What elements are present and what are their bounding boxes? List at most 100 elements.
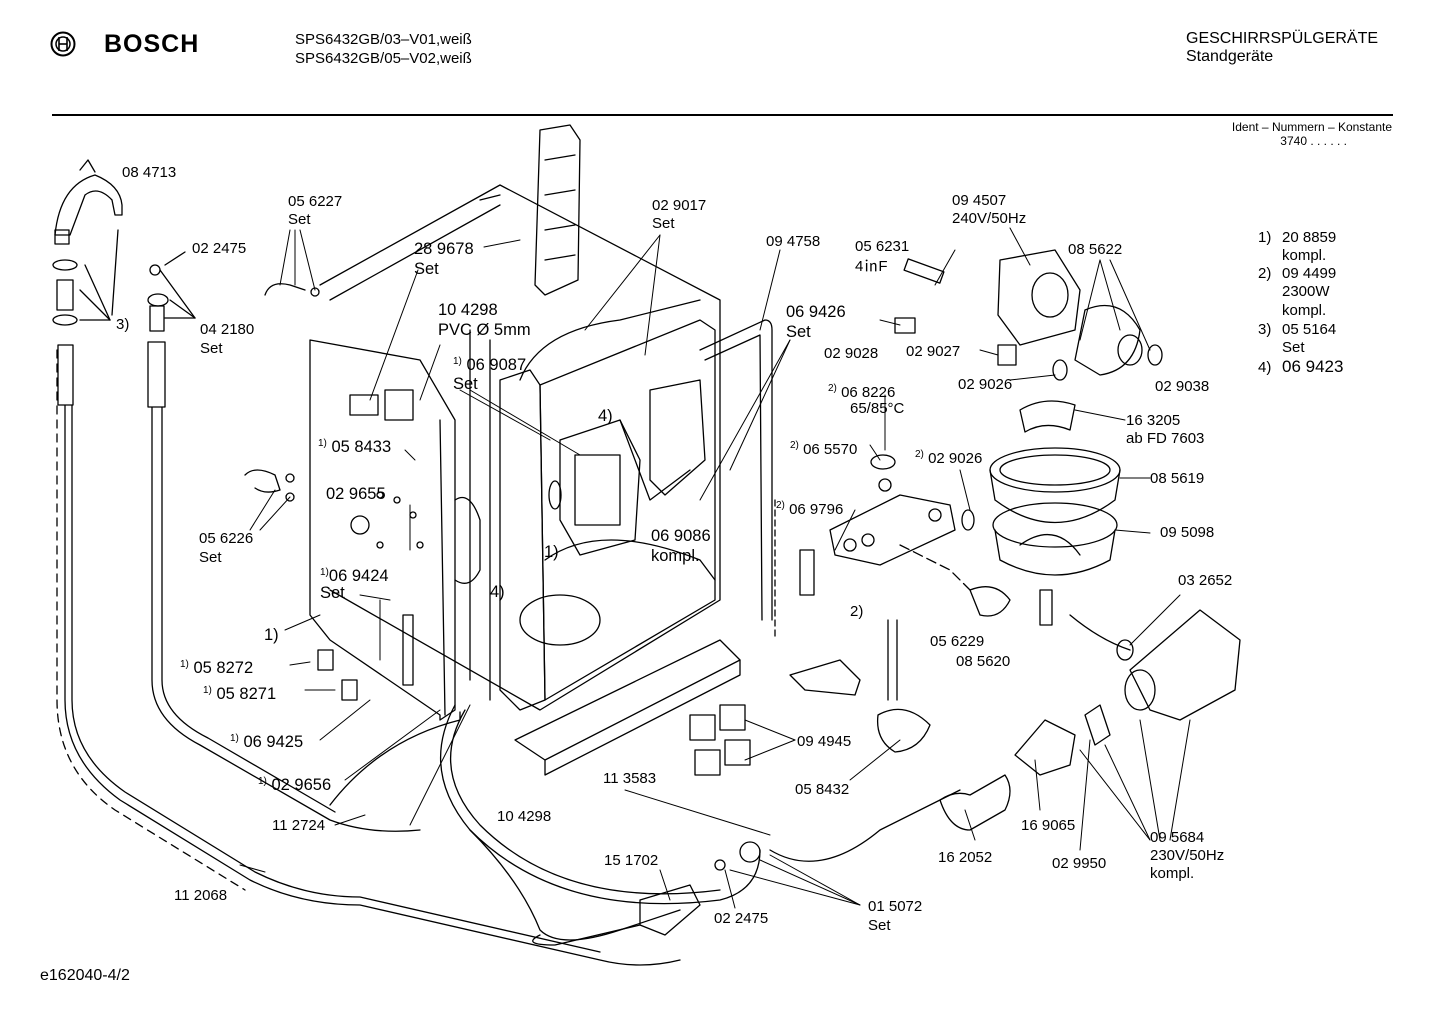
label-069086-kompl: kompl.: [651, 547, 700, 565]
pipe-085620: [1039, 589, 1053, 626]
legend-3-line-2: Set: [1282, 339, 1305, 356]
side-panel: [309, 339, 481, 721]
temp-switch-068226: [870, 454, 896, 492]
ident-label: Ident – Nummern – Konstante: [1231, 120, 1392, 134]
label-042180: 04 2180: [200, 321, 255, 338]
label-069424: 1)06 9424: [320, 567, 389, 585]
clamp-parts-3: [52, 229, 119, 326]
legend-2-line-3: kompl.: [1282, 302, 1327, 319]
label-capacitance: 4㏌F: [855, 258, 888, 275]
label-056229: 05 6229: [930, 633, 985, 650]
label-029656: 1) 02 9656: [258, 776, 332, 794]
hose-162052: [939, 774, 1011, 831]
label-113583: 11 3583: [603, 770, 657, 787]
seal-029026-b: [961, 509, 975, 531]
label-094945: 09 4945: [797, 733, 852, 750]
label-068226: 2) 06 8226: [828, 383, 896, 401]
label-1-marker-tub: 1): [544, 543, 559, 561]
pressure-switch-058432: [876, 708, 931, 753]
legend-1-line-1: 20 8859: [1282, 229, 1337, 246]
label-058272: 1) 05 8272: [180, 659, 254, 677]
label-095684-kompl: kompl.: [1150, 865, 1195, 882]
label-029655: 02 9655: [326, 485, 386, 503]
motor-094507: [997, 249, 1081, 346]
label-104298: 10 4298: [438, 301, 498, 319]
legend-4-line-1: 06 9423: [1282, 357, 1344, 376]
label-069426: 06 9426: [786, 303, 846, 321]
label-095684: 09 5684: [1150, 829, 1205, 846]
seal-032652: [1116, 639, 1134, 661]
brand-name: BOSCH: [104, 30, 200, 58]
label-112068: 11 2068: [174, 887, 228, 904]
label-029017: 02 9017: [652, 197, 707, 214]
label-056227: 05 6227: [288, 193, 343, 210]
legend-key-4: 4): [1258, 359, 1272, 376]
drawing-number: e162040-4/2: [40, 967, 130, 984]
washer-022475: [714, 859, 726, 871]
nut-015072: [739, 841, 761, 863]
label-169065: 16 9065: [1021, 817, 1076, 834]
label-015072: 01 5072: [868, 898, 923, 915]
label-104298-bottom: 10 4298: [497, 808, 552, 825]
hose-056226: [244, 469, 281, 493]
label-094507-voltage: 240V/50Hz: [952, 210, 1027, 227]
label-029027: 02 9027: [906, 343, 961, 360]
switch-058272: [317, 649, 334, 671]
label-4-marker-dispenser: 4): [598, 407, 613, 425]
hose-056229: [969, 586, 1011, 617]
connectors-094945: [689, 704, 751, 776]
label-069086: 06 9086: [651, 527, 711, 545]
legend-1-line-2: kompl.: [1282, 247, 1327, 264]
label-1-marker-panel: 1): [264, 626, 279, 644]
inlet-valve-151702: [639, 884, 701, 936]
inlet-hose-end: [532, 924, 641, 946]
model-line-1: SPS6432GB/03–V01,weiß: [295, 31, 472, 48]
pump-housing-085622: [1074, 304, 1143, 376]
model-line-2: SPS6432GB/05–V02,weiß: [295, 50, 472, 67]
seal-029026: [1052, 359, 1068, 381]
bracket-094945: [789, 659, 861, 696]
long-hose-112068: [56, 344, 681, 966]
label-042180-set: Set: [200, 340, 223, 357]
label-029028: 02 9028: [824, 345, 879, 362]
bracket-029028: [894, 317, 916, 334]
legend-2-line-2: 2300W: [1282, 283, 1330, 300]
label-029017-set: Set: [652, 215, 675, 232]
label-056227-set: Set: [288, 211, 311, 228]
label-029038: 02 9038: [1155, 378, 1210, 395]
label-056226: 05 6226: [199, 530, 254, 547]
inlet-hose: [469, 829, 681, 941]
label-095684-voltage: 230V/50Hz: [1150, 847, 1225, 864]
label-151702: 15 1702: [604, 852, 659, 869]
seal-029950: [1084, 704, 1111, 746]
label-2-marker: 2): [850, 603, 864, 620]
switch-069796: [799, 549, 815, 596]
label-015072-set: Set: [868, 917, 891, 934]
door-seal-094758: [699, 319, 773, 621]
valve-095684: [1124, 609, 1241, 721]
hose-104298: [439, 704, 761, 905]
screw-022475: [147, 251, 196, 332]
capacitor-056231: [903, 258, 945, 284]
label-058433: 1) 05 8433: [318, 438, 392, 456]
label-163205-fd: ab FD 7603: [1126, 430, 1205, 447]
tub-body: [319, 184, 721, 711]
label-069796: 2) 06 9796: [776, 500, 844, 518]
base-rail: [514, 639, 741, 776]
label-065570: 2) 06 5570: [790, 440, 858, 458]
tube-level: [887, 619, 898, 701]
label-pvc: PVC Ø 5mm: [438, 321, 531, 339]
legend-2-line-1: 09 4499: [1282, 265, 1337, 282]
label-084713: 08 4713: [122, 164, 177, 181]
label-056231: 05 6231: [855, 238, 910, 255]
legend-3-line-1: 05 5164: [1282, 321, 1337, 338]
legend-key-3: 3): [1258, 321, 1272, 338]
hanger-clip-084713: [54, 159, 123, 245]
part-029027: [997, 344, 1017, 366]
label-069087-set: Set: [453, 375, 478, 393]
switch-058271: [341, 679, 358, 701]
label-094507: 09 4507: [952, 192, 1007, 209]
category-title: GESCHIRRSPÜLGERÄTE: [1186, 30, 1379, 47]
drain-hose-112724: [147, 341, 461, 832]
